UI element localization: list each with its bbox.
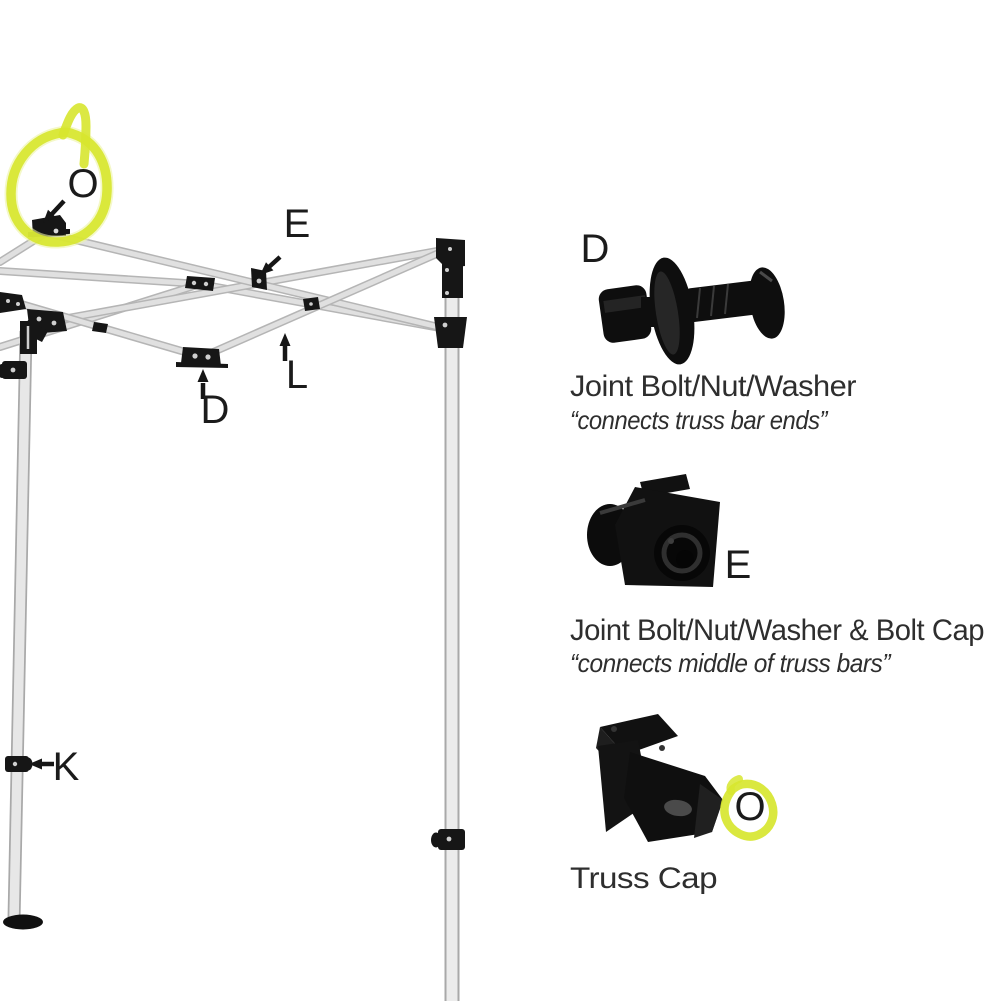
left-leg-clamp xyxy=(0,361,27,379)
left-leg xyxy=(7,330,33,921)
callout-arrow-o xyxy=(43,199,66,223)
leg-top-bracket xyxy=(20,321,37,354)
end-joint-d xyxy=(176,347,228,368)
part-note-bolt-cap: “connects middle of truss bars” xyxy=(570,648,892,678)
right-slider-bracket xyxy=(434,317,467,348)
highlighter-small-circle xyxy=(720,775,778,841)
left-leg-tube xyxy=(9,330,31,921)
part-name-bolt-cap: Joint Bolt/Nut/Washer & Bolt Cap xyxy=(570,614,984,647)
part-section-joint-bolt: D Joint Bolt/Nut/Washer “connects truss … xyxy=(570,227,857,435)
highlighter-marks xyxy=(4,103,114,249)
frame-hardware xyxy=(0,215,467,850)
callout-label-l: L xyxy=(286,353,308,397)
truss-bar xyxy=(43,246,451,325)
joint-bolt-image xyxy=(598,257,785,365)
highlighter-circle xyxy=(6,127,112,247)
left-corner-bracket xyxy=(0,292,26,313)
middle-joint-bracket xyxy=(185,276,215,291)
part-note-joint-bolt: “connects truss bar ends” xyxy=(570,405,829,435)
part-section-bolt-cap: E Joint Bolt/Nut/Washer & Bolt Cap “conn… xyxy=(570,474,985,678)
callout-arrow-e xyxy=(260,255,282,275)
callout-label-k: K xyxy=(53,745,80,789)
callout-arrow-l xyxy=(279,333,291,361)
highlighter-tail xyxy=(58,103,91,169)
truss-cap-image xyxy=(596,714,723,842)
bar-bracket-small xyxy=(303,297,320,311)
part-section-truss-cap: O Truss Cap xyxy=(570,714,778,895)
truss-bars xyxy=(0,229,455,361)
callout-arrow-d xyxy=(197,369,209,399)
right-corner-bracket xyxy=(436,238,465,298)
callout-label-o: O xyxy=(67,162,98,206)
leg-foot-plate xyxy=(3,914,43,930)
callout-label-e: E xyxy=(284,202,311,246)
part-name-truss-cap: Truss Cap xyxy=(570,862,717,895)
callout-arrow-k xyxy=(29,758,54,770)
callout-label-d: D xyxy=(201,388,230,432)
part-letter-e: E xyxy=(725,543,752,587)
truss-bar-l xyxy=(199,246,451,360)
truss-bar xyxy=(0,268,203,287)
part-letter-d: D xyxy=(581,227,610,271)
bar-hinge-piece xyxy=(92,322,108,333)
right-leg-clamp xyxy=(431,829,465,850)
callout-arrows xyxy=(29,199,291,770)
height-clamp-k xyxy=(5,756,33,772)
bolt-cap-image xyxy=(587,474,720,587)
part-name-joint-bolt: Joint Bolt/Nut/Washer xyxy=(570,370,857,403)
part-letter-o: O xyxy=(734,785,765,829)
truss-bar xyxy=(43,230,454,333)
